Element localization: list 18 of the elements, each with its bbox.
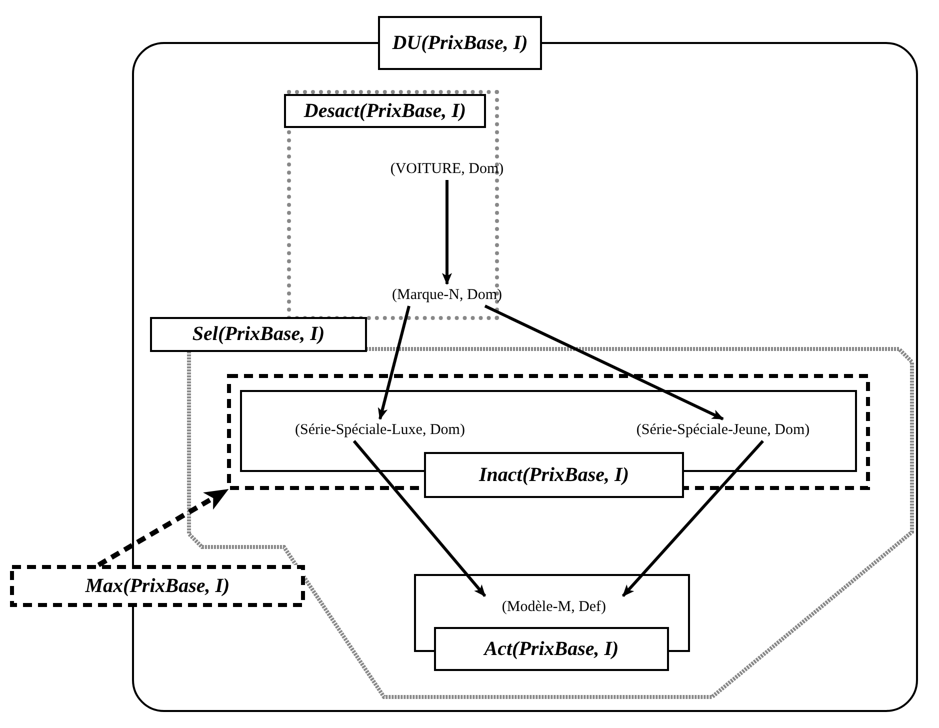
arrow	[378, 306, 410, 420]
state-label: (VOITURE, Dom)	[352, 158, 542, 180]
region-title: Desact(PrixBase, I)	[284, 94, 486, 128]
region-title: Max(PrixBase, I)	[85, 574, 230, 598]
region-title: Inact(PrixBase, I)	[424, 452, 684, 498]
arrow	[484, 304, 724, 420]
arrow	[622, 440, 764, 597]
region-title: DU(PrixBase, I)	[378, 16, 542, 70]
region-title: Act(PrixBase, I)	[434, 627, 669, 671]
state-label: (Modèle-M, Def)	[416, 596, 692, 618]
state-label: (Série-Spéciale-Jeune, Dom)	[590, 419, 856, 441]
region-title: Sel(PrixBase, I)	[150, 317, 367, 352]
arrow	[97, 488, 229, 568]
state-label: (Série-Spéciale-Luxe, Dom)	[250, 419, 510, 441]
state-label: (Marque-N, Dom)	[352, 284, 542, 306]
arrow	[352, 440, 486, 597]
max-label-box	[10, 565, 305, 607]
arrow	[442, 180, 452, 285]
